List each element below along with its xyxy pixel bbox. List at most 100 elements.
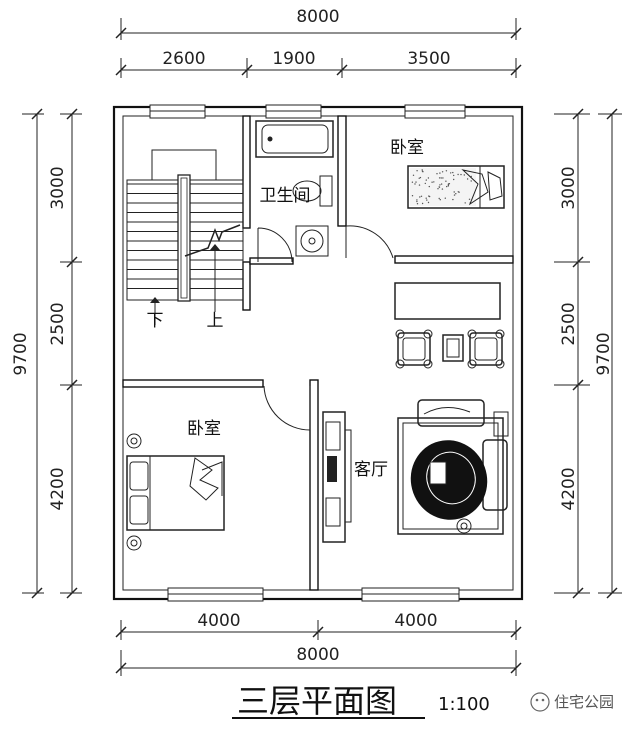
bed-texture-dot [442, 177, 444, 179]
room-label-bedroom-top: 卧室 [390, 138, 424, 158]
dimension-right-segment-1: 3000 [559, 166, 579, 209]
bed-texture-dot [441, 171, 444, 173]
plan-title: 三层平面图 [237, 682, 397, 720]
interior-walls [122, 115, 514, 591]
bed-texture-dot [439, 172, 441, 174]
dimension-top-segment-1: 2600 [162, 49, 205, 69]
bed-texture-dot [455, 193, 457, 195]
bed-texture-dot [425, 179, 427, 181]
dimension-bottom-total: 8000 [296, 645, 339, 665]
staircase: 下 上 [126, 149, 244, 331]
bed-texture-dot [424, 182, 426, 185]
bed-texture-dot [440, 177, 442, 179]
bed-texture-dot [453, 174, 455, 177]
dimension-right: 3000 2500 4200 9700 [554, 108, 622, 599]
bed-texture-dot [438, 177, 441, 179]
bed-texture-dot [439, 199, 441, 201]
bed-texture-dot [470, 180, 472, 182]
bed-texture-dot [428, 185, 430, 188]
wechat-icon [530, 692, 550, 712]
bed-texture-dot [439, 184, 441, 186]
dimension-right-segment-3: 4200 [559, 467, 579, 510]
dimension-bottom: 4000 4000 8000 [115, 611, 522, 676]
tv-cabinet [322, 411, 352, 543]
bed-texture-dot [416, 170, 418, 172]
bed-texture-dot [420, 195, 423, 197]
stair-down-label: 下 [147, 311, 164, 331]
room-label-living-room: 客厅 [354, 460, 388, 480]
bed-texture-dot [453, 178, 455, 181]
bed-texture-dot [453, 191, 455, 193]
bed-texture-dot [421, 202, 424, 205]
bed-texture-dot [445, 170, 448, 172]
bed-texture-dot [418, 177, 420, 179]
bed-texture-dot [419, 196, 421, 198]
bed-texture-dot [427, 177, 430, 179]
bed-texture-dot [457, 191, 459, 193]
bed-texture-dot [425, 197, 427, 199]
bed-texture-dot [450, 172, 452, 174]
bottom-bedroom-bed [126, 433, 225, 551]
dimension-right-segment-2: 2500 [559, 302, 579, 345]
bed-texture-dot [426, 199, 428, 201]
dimension-bottom-segment-1: 4000 [197, 611, 240, 631]
dimension-left: 9700 3000 2500 4200 [11, 108, 82, 599]
windows [149, 104, 466, 602]
bed-texture-dot [419, 176, 422, 179]
bed-texture-dot [460, 173, 462, 176]
bed-texture-dot [441, 188, 444, 190]
dimension-left-segment-1: 3000 [48, 166, 68, 209]
bed-texture-dot [433, 181, 435, 183]
dimension-top-segment-3: 3500 [407, 49, 450, 69]
bed-texture-dot [445, 180, 447, 182]
dimension-left-segment-3: 4200 [48, 467, 68, 510]
bed-texture-dot [418, 184, 421, 186]
bathroom-fixtures [255, 120, 334, 257]
bed-texture-dot [440, 183, 443, 185]
bed-texture-dot [412, 174, 415, 176]
dimension-bottom-segment-2: 4000 [394, 611, 437, 631]
bed-texture-dot [452, 198, 454, 201]
bed-texture-dot [468, 198, 471, 200]
living-sofa-set [397, 399, 509, 535]
bed-texture-dot [421, 170, 424, 172]
bed-texture-dot [463, 174, 465, 176]
bed-texture-dot [446, 185, 448, 188]
bed-texture-dot [431, 181, 433, 183]
bed-texture-dot [437, 188, 439, 190]
room-label-bedroom-bottom: 卧室 [187, 419, 221, 439]
bed-texture-dot [444, 197, 446, 199]
watermark-text: 住宅公园 [554, 693, 614, 711]
armchair-right [467, 329, 505, 369]
dimension-left-total: 9700 [11, 332, 31, 375]
bed-texture-dot [411, 181, 414, 183]
dimension-top-total: 8000 [296, 7, 339, 27]
bed-texture-dot [428, 195, 430, 197]
bed-texture-dot [464, 202, 466, 204]
bed-texture-dot [416, 199, 418, 201]
bed-texture-dot [416, 200, 418, 203]
dimension-top-segment-2: 1900 [272, 49, 315, 69]
plan-scale: 1:100 [438, 694, 490, 715]
bed-texture-dot [453, 194, 456, 196]
bed-texture-dot [466, 178, 469, 180]
bed-texture-dot [436, 173, 438, 175]
dimension-right-total: 9700 [594, 332, 614, 375]
dimension-left-segment-2: 2500 [48, 302, 68, 345]
bed-texture-dot [452, 171, 454, 174]
bed-texture-dot [438, 197, 440, 200]
bed-texture-dot [448, 183, 451, 185]
bed-texture-dot [438, 186, 440, 188]
bed-texture-dot [457, 173, 459, 176]
bed-texture-dot [447, 185, 450, 187]
bed-texture-dot [411, 195, 414, 197]
bed-texture-dot [416, 203, 419, 205]
dining-set [394, 282, 505, 369]
stair-up-label: 上 [207, 311, 224, 331]
bed-texture-dot [415, 181, 417, 183]
dimension-top: 8000 2600 1900 3500 [115, 7, 522, 78]
room-label-bathroom: 卫生间 [260, 186, 311, 206]
doors [257, 225, 394, 431]
armchair-left [395, 329, 433, 369]
